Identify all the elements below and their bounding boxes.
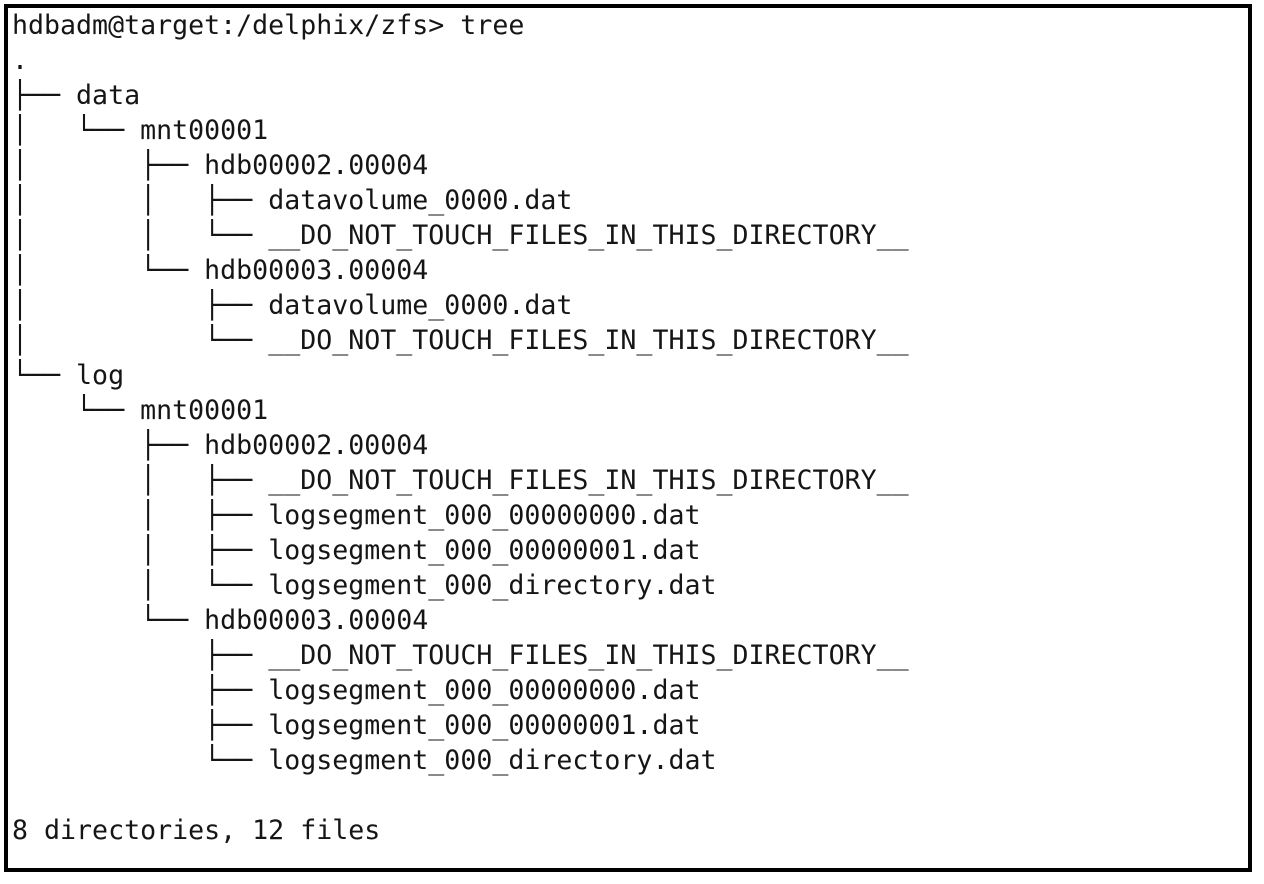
tree-line: │ ├── datavolume_0000.dat — [12, 288, 1248, 323]
tree-line: │ ├── hdb00002.00004 — [12, 148, 1248, 183]
tree-directory-name: hdb00003.00004 — [204, 255, 429, 286]
terminal-screen[interactable]: hdbadm@target:/delphix/zfs> tree .├── da… — [12, 8, 1248, 868]
tree-branch-connector: ├── — [12, 640, 269, 671]
tree-branch-connector: │ ├── — [12, 535, 269, 566]
tree-line: │ └── __DO_NOT_TOUCH_FILES_IN_THIS_DIREC… — [12, 323, 1248, 358]
blank-line — [12, 778, 1248, 813]
tree-branch-connector: ├── — [12, 80, 77, 111]
tree-line: └── log — [12, 358, 1248, 393]
tree-file-name: logsegment_000_00000000.dat — [268, 500, 701, 531]
tree-line: └── mnt00001 — [12, 393, 1248, 428]
tree-directory-name: mnt00001 — [140, 395, 269, 426]
tree-file-name: __DO_NOT_TOUCH_FILES_IN_THIS_DIRECTORY__ — [268, 220, 909, 251]
tree-file-name: logsegment_000_directory.dat — [268, 745, 717, 776]
tree-directory-name: hdb00003.00004 — [204, 605, 429, 636]
tree-file-name: logsegment_000_directory.dat — [268, 570, 717, 601]
tree-line: │ └── mnt00001 — [12, 113, 1248, 148]
tree-line: │ │ ├── datavolume_0000.dat — [12, 183, 1248, 218]
prompt-line: hdbadm@target:/delphix/zfs> tree — [12, 8, 1248, 43]
tree-directory-name: hdb00002.00004 — [204, 430, 429, 461]
tree-line: ├── data — [12, 78, 1248, 113]
tree-file-name: datavolume_0000.dat — [268, 290, 573, 321]
terminal-window[interactable]: hdbadm@target:/delphix/zfs> tree .├── da… — [4, 4, 1252, 872]
tree-line: │ ├── __DO_NOT_TOUCH_FILES_IN_THIS_DIREC… — [12, 463, 1248, 498]
command-text: tree — [444, 10, 525, 41]
tree-line: │ ├── logsegment_000_00000001.dat — [12, 533, 1248, 568]
tree-line: ├── __DO_NOT_TOUCH_FILES_IN_THIS_DIRECTO… — [12, 638, 1248, 673]
tree-summary: 8 directories, 12 files — [12, 815, 381, 846]
tree-file-name: logsegment_000_00000001.dat — [268, 710, 701, 741]
tree-directory-name: data — [76, 80, 141, 111]
tree-branch-connector: │ ├── — [12, 465, 269, 496]
tree-line: ├── hdb00002.00004 — [12, 428, 1248, 463]
tree-line: ├── logsegment_000_00000001.dat — [12, 708, 1248, 743]
tree-branch-connector: │ ├── — [12, 500, 269, 531]
tree-branch-connector: └── — [12, 605, 205, 636]
tree-branch-connector: │ ├── — [12, 150, 205, 181]
tree-branch-connector: │ │ ├── — [12, 185, 269, 216]
tree-branch-connector: └── — [12, 745, 269, 776]
tree-directory-name: mnt00001 — [140, 115, 269, 146]
tree-line: │ │ └── __DO_NOT_TOUCH_FILES_IN_THIS_DIR… — [12, 218, 1248, 253]
tree-branch-connector: │ └── — [12, 325, 269, 356]
tree-line: │ ├── logsegment_000_00000000.dat — [12, 498, 1248, 533]
tree-line: └── logsegment_000_directory.dat — [12, 743, 1248, 778]
tree-line: │ └── hdb00003.00004 — [12, 253, 1248, 288]
tree-branch-connector: │ ├── — [12, 290, 269, 321]
tree-file-name: logsegment_000_00000001.dat — [268, 535, 701, 566]
tree-file-name: __DO_NOT_TOUCH_FILES_IN_THIS_DIRECTORY__ — [268, 465, 909, 496]
tree-root-line: . — [12, 43, 1248, 78]
tree-file-name: __DO_NOT_TOUCH_FILES_IN_THIS_DIRECTORY__ — [268, 640, 909, 671]
tree-file-name: datavolume_0000.dat — [268, 185, 573, 216]
tree-line: └── hdb00003.00004 — [12, 603, 1248, 638]
shell-prompt: hdbadm@target:/delphix/zfs> — [12, 10, 445, 41]
tree-branch-connector: ├── — [12, 710, 269, 741]
tree-branch-connector: ├── — [12, 430, 205, 461]
tree-line: ├── logsegment_000_00000000.dat — [12, 673, 1248, 708]
tree-directory-name: log — [76, 360, 125, 391]
tree-directory-name: hdb00002.00004 — [204, 150, 429, 181]
tree-branch-connector: └── — [12, 360, 77, 391]
tree-file-name: logsegment_000_00000000.dat — [268, 675, 701, 706]
tree-branch-connector: │ └── — [12, 255, 205, 286]
tree-file-name: __DO_NOT_TOUCH_FILES_IN_THIS_DIRECTORY__ — [268, 325, 909, 356]
tree-branch-connector: │ └── — [12, 115, 141, 146]
tree-output: .├── data│ └── mnt00001│ ├── hdb00002.00… — [12, 43, 1248, 778]
tree-branch-connector: ├── — [12, 675, 269, 706]
tree-root-name: . — [12, 45, 29, 76]
tree-branch-connector: └── — [12, 395, 141, 426]
tree-branch-connector: │ │ └── — [12, 220, 269, 251]
tree-line: │ └── logsegment_000_directory.dat — [12, 568, 1248, 603]
tree-branch-connector: │ └── — [12, 570, 269, 601]
